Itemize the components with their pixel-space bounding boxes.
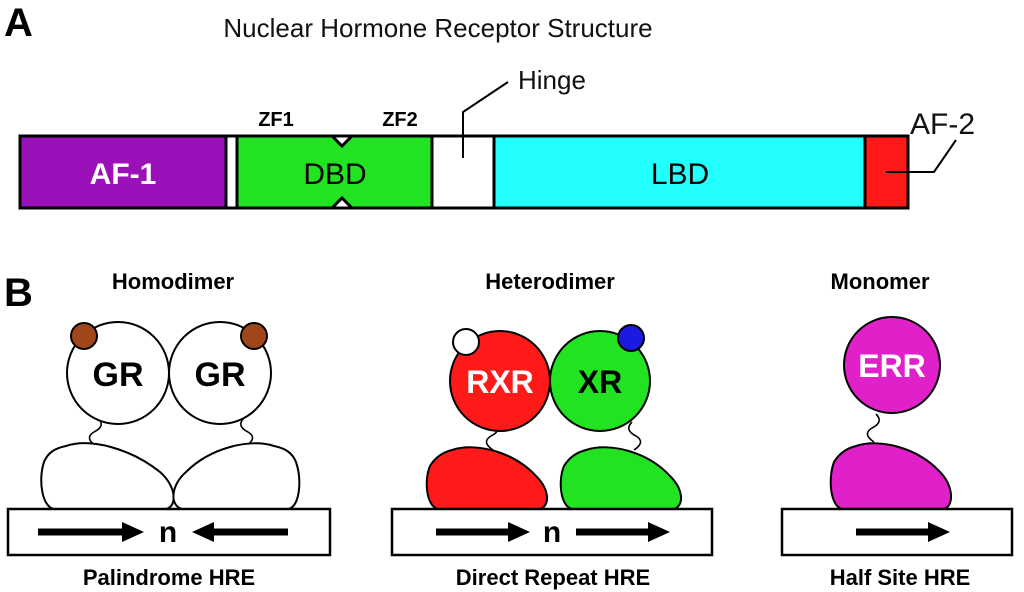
err-label: ERR (858, 348, 926, 384)
homodimer-right-label: GR (195, 356, 246, 394)
panel-a-title: Nuclear Hormone Receptor Structure (223, 13, 652, 43)
af2-leader-line (886, 139, 957, 173)
homodimer-right-linker (240, 417, 254, 447)
homodimer-spacer-label: n (159, 516, 177, 549)
lbd-label: LBD (651, 158, 709, 191)
heterodimer-title: Heterodimer (485, 269, 615, 294)
direct-repeat-hre-label: Direct Repeat HRE (456, 565, 650, 590)
rxr-ligand (452, 328, 480, 356)
zf2-label: ZF2 (382, 109, 418, 131)
half-site-hre-label: Half Site HRE (830, 565, 971, 590)
homodimer-left-dbd (40, 442, 175, 510)
hinge-label: Hinge (518, 65, 586, 95)
zf1-label: ZF1 (258, 109, 294, 131)
xr-label: XR (578, 364, 622, 400)
palindrome-hre-label: Palindrome HRE (83, 565, 255, 590)
rxr-label: RXR (466, 364, 534, 400)
err-receptor (843, 316, 941, 414)
heterodimer-spacer-label: n (543, 516, 561, 549)
homodimer-group: Homodimer GR GR n Palindrome HRE (6, 269, 332, 590)
xr-ligand (617, 324, 645, 352)
homodimer-right-receptor (168, 321, 272, 425)
dbd-label: DBD (303, 158, 366, 191)
heterodimer-left-dbd (425, 446, 548, 510)
homodimer-left-label: GR (93, 356, 144, 394)
homodimer-right-ligand (240, 322, 268, 350)
arrow-left-icon (192, 522, 288, 542)
monomer-linker (866, 413, 880, 443)
heterodimer-group: Heterodimer RXR XR n Direct Repeat HRE (390, 269, 714, 590)
monomer-dbd (829, 442, 952, 510)
af1-domain (18, 134, 228, 210)
arrow-right-icon (436, 522, 530, 542)
homodimer-left-linker (88, 417, 102, 447)
heterodimer-right-dbd (559, 446, 682, 510)
xr-receptor (549, 330, 651, 432)
panel-a-letter: A (4, 1, 33, 45)
arrow-right-icon (576, 522, 670, 542)
monomer-group: Monomer ERR Half Site HRE (780, 269, 1014, 590)
homodimer-left-ligand (70, 322, 98, 350)
af2-label: AF-2 (910, 108, 975, 141)
arrow-right-icon (856, 522, 950, 542)
monomer-title: Monomer (831, 269, 930, 294)
af1-label: AF-1 (90, 158, 157, 191)
homodimer-title: Homodimer (112, 269, 235, 294)
panel-b-letter: B (4, 271, 33, 315)
homodimer-right-dbd (172, 442, 301, 510)
lbd-domain (492, 134, 867, 210)
arrow-right-icon (38, 522, 144, 542)
hinge-leader-line (462, 81, 509, 158)
heterodimer-right-linker (628, 421, 642, 451)
